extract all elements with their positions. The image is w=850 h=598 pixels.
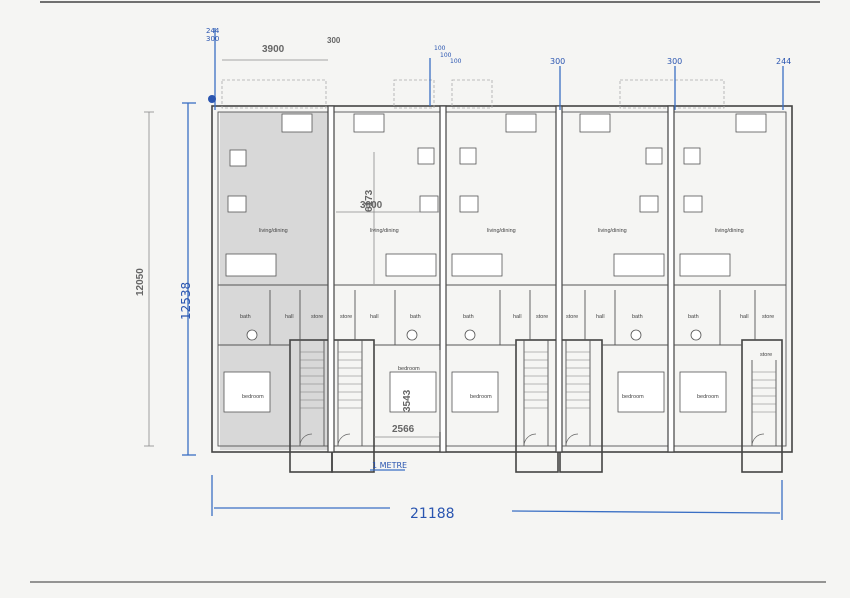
blue-one-metre: 1 METRE (372, 461, 407, 470)
label-bedroom-3: bedroom (470, 394, 492, 400)
blue-total-21188: 21188 (410, 506, 455, 522)
label-bedroom-4: bedroom (622, 394, 644, 400)
building-outline (211, 79, 793, 473)
label-store-2: store (340, 314, 352, 320)
label-living-dining-2: living/dining (370, 228, 399, 234)
blue-code-244: 244 (206, 27, 220, 35)
dim-width-3900-mid: 3900 (360, 200, 383, 211)
dim-width-2566: 2566 (392, 424, 415, 435)
blue-annotations (182, 28, 784, 520)
label-store-4: store (566, 314, 578, 320)
label-living-dining-1: living/dining (259, 228, 288, 234)
label-living-dining-3: living/dining (487, 228, 516, 234)
label-hall-3: hall (513, 314, 522, 320)
label-hall-2: hall (370, 314, 379, 320)
blue-wall-300-b: 300 (550, 57, 565, 66)
label-bedroom-1: bedroom (242, 394, 264, 400)
stair-treads (300, 351, 776, 413)
blue-code-300: 300 (206, 35, 219, 43)
label-store-5: store (762, 314, 774, 320)
label-bath-4: bath (632, 314, 643, 320)
party-walls (327, 105, 675, 453)
grey-dimension-lines (144, 59, 441, 447)
label-bedroom-5: bedroom (697, 394, 719, 400)
sofas (225, 253, 731, 277)
label-store-6: store (760, 352, 772, 358)
kitchen-units (281, 113, 767, 133)
label-living-dining-4: living/dining (598, 228, 627, 234)
dim-wall-300-a: 300 (327, 36, 341, 45)
beds (223, 371, 727, 413)
dim-depth-6173: 6173 (364, 189, 375, 212)
label-hall-1: hall (285, 314, 294, 320)
label-hall-5: hall (740, 314, 749, 320)
entrance-doors (299, 433, 765, 447)
label-hall-4: hall (596, 314, 605, 320)
label-living-dining-5: living/dining (715, 228, 744, 234)
label-bedroom-2: bedroom (398, 366, 420, 372)
blue-party-100-c: 100 (450, 58, 462, 65)
dim-height-12050: 12050 (135, 268, 146, 296)
label-bath-2: bath (410, 314, 421, 320)
blue-wall-300-c: 300 (667, 57, 682, 66)
label-bath-5: bath (688, 314, 699, 320)
label-bath-1: bath (240, 314, 251, 320)
blue-party-100-a: 100 (434, 45, 446, 52)
bathroom-fittings (246, 329, 702, 341)
blue-height-12538: 12538 (179, 282, 193, 320)
internal-partitions (218, 284, 786, 446)
dim-width-3900-top: 3900 (262, 44, 285, 55)
label-bath-3: bath (463, 314, 474, 320)
label-store-3: store (536, 314, 548, 320)
dining-tables (227, 147, 703, 213)
dim-bedroom-3543: 3543 (402, 389, 413, 412)
room-labels: living/dining living/dining living/dinin… (240, 228, 774, 400)
blue-party-100-b: 100 (440, 52, 452, 59)
blue-wall-244-right: 244 (776, 57, 791, 66)
label-store-1: store (311, 314, 323, 320)
